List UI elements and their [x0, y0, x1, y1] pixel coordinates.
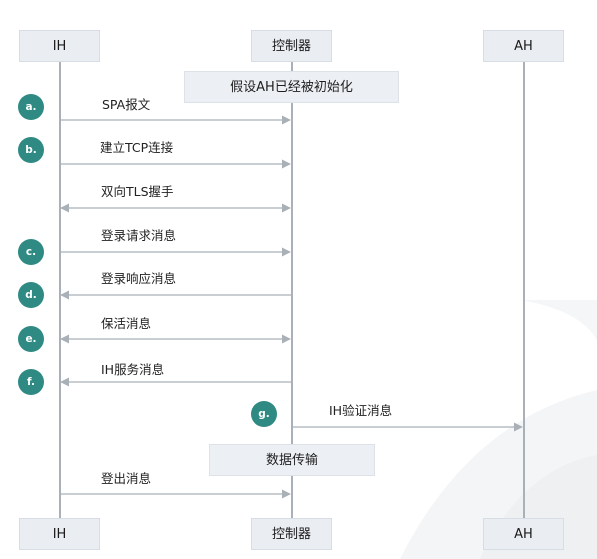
label-ih-service: IH服务消息 [101, 362, 165, 377]
label-tcp: 建立TCP连接 [100, 140, 174, 155]
label-ih-verify: IH验证消息 [329, 403, 393, 418]
label-login-request: 登录请求消息 [101, 228, 177, 243]
step-badge-c: c. [18, 239, 44, 265]
ah-actor-top: AH [483, 30, 564, 62]
controller-actor-bottom: 控制器 [251, 518, 332, 550]
ih-lifeline [59, 61, 61, 519]
step-badge-b: b. [18, 137, 44, 163]
label-login-response: 登录响应消息 [101, 271, 177, 286]
step-badge-g: g. [251, 401, 277, 427]
ih-actor-top: IH [19, 30, 100, 62]
ah-lifeline [523, 61, 525, 519]
step-badge-e: e. [18, 326, 44, 352]
label-logout: 登出消息 [101, 471, 152, 486]
step-badge-d: d. [18, 282, 44, 308]
controller-actor-top: 控制器 [251, 30, 332, 62]
step-badge-a: a. [18, 94, 44, 120]
note-init: 假设AH已经被初始化 [184, 71, 399, 103]
label-keepalive: 保活消息 [101, 316, 152, 331]
step-badge-f: f. [18, 369, 44, 395]
label-spa: SPA报文 [102, 97, 151, 112]
ih-actor-bottom: IH [19, 518, 100, 550]
controller-lifeline [291, 61, 293, 519]
note-data-transfer: 数据传输 [209, 444, 375, 476]
ah-actor-bottom: AH [483, 518, 564, 550]
label-tls: 双向TLS握手 [101, 184, 174, 199]
